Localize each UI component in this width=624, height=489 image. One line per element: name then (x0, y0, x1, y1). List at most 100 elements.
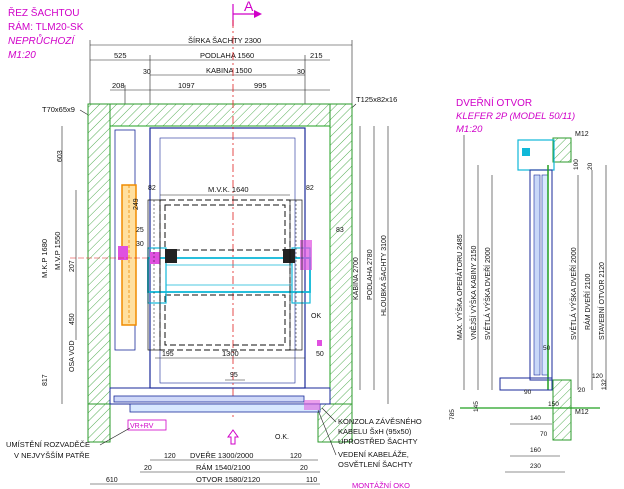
m12-bottom: M12 (575, 409, 589, 416)
title-line-2: RÁM: TLM20-SK (8, 20, 84, 33)
shaft-width-dim: ŠÍRKA ŠACHTY 2300 (188, 36, 261, 45)
dim-95: 95 (230, 372, 238, 379)
right-note-line-2: KABELU ŠxH (95x50) (338, 427, 412, 436)
dim-82-left: 82 (148, 185, 156, 192)
dim-100: 100 (573, 159, 580, 170)
dim-450: 450 (69, 313, 76, 325)
dim-230: 230 (530, 463, 541, 470)
doors-dim: DVEŘE 1300/2000 (190, 451, 253, 460)
title-line-4: M1:20 (8, 50, 36, 61)
floor-height-dim: PODLAHA 2780 (367, 249, 374, 300)
profile-left-label: T70x65x9 (42, 105, 75, 114)
clear-height-right-dim: SVĚTLÁ VÝŠKA DVEŘÍ 2000 (569, 247, 578, 340)
cutoff-note: MONTÁŽNÍ OKO (352, 481, 410, 489)
dim-110: 110 (306, 477, 317, 484)
left-note: UMÍSTĚNÍ ROZVADĚČE V NEJVYŠŠÍM PATŘE (6, 427, 131, 460)
dim-50: 50 (316, 351, 324, 358)
dim-525: 525 (114, 51, 127, 60)
dim-30-right: 30 (297, 69, 305, 76)
door-dims: MAX. VÝŠKA OPERÁTORU 2485 VNĚJŠÍ VÝŠKA K… (449, 131, 608, 473)
dim-150: 150 (548, 401, 559, 408)
bottom-dims: 120 DVEŘE 1300/2000 120 20 RÁM 1540/2100… (90, 451, 320, 485)
dim-90: 90 (524, 389, 532, 396)
dim-20-left: 20 (144, 465, 152, 472)
osa-vod-label: OSA VOD (69, 340, 76, 372)
door-threshold (109, 387, 331, 413)
dim-120-left: 120 (164, 453, 176, 460)
right-notes: KONZOLA ZÁVĚSNÉHO KABELU ŠxH (95x50) UPR… (317, 407, 422, 489)
left-vertical-dims: 603 M.K.P 1680 M.V.P 1550 207 450 OSA VO… (40, 126, 150, 404)
dim-208: 208 (112, 81, 125, 90)
door-title-3: M1:20 (456, 124, 483, 135)
right-note-line-5: OSVĚTLENÍ ŠACHTY (338, 460, 413, 469)
floor-width-dim: PODLAHA 1560 (200, 51, 254, 60)
dim-207: 207 (69, 260, 76, 272)
frame-height-dim: RÁM DVEŘÍ 2100 (583, 273, 592, 330)
shaft-depth-dim: HLOUBKA ŠACHTY 3100 (379, 235, 388, 316)
section-marker-label: A (244, 0, 254, 14)
dim-610: 610 (106, 477, 118, 484)
top-dimensions: ŠÍRKA ŠACHTY 2300 525 PODLAHA 1560 215 K… (89, 36, 353, 105)
dim-30-left: 30 (143, 69, 151, 76)
dim-132: 132 (601, 379, 608, 390)
left-note-line-1: UMÍSTĚNÍ ROZVADĚČE (6, 440, 90, 449)
max-operator-dim: MAX. VÝŠKA OPERÁTORU 2485 (455, 234, 464, 340)
section-marker: A (232, 0, 262, 26)
door-title-2: KLEFER 2P (MODEL 50/11) (456, 111, 575, 122)
opening-dim: OTVOR 1580/2120 (196, 475, 260, 484)
door-section (460, 137, 600, 441)
clear-height-left-dim: SVĚTLÁ VÝŠKA DVEŘÍ 2000 (483, 247, 492, 340)
door-block-title: DVEŘNÍ OTVOR KLEFER 2P (MODEL 50/11) M1:… (456, 96, 575, 135)
mvp-dim: M.V.P 1550 (53, 232, 62, 270)
dim-817: 817 (42, 374, 49, 386)
car-frame (159, 199, 291, 351)
dim-1300-inner: 1300 (222, 349, 239, 358)
dim-995: 995 (254, 81, 267, 90)
title-line-3: NEPRŮCHOZÍ (8, 33, 76, 47)
counterweight (114, 129, 137, 351)
ok-bottom-label: O.K. (275, 434, 289, 441)
cabin-height-dim: KABINA 2700 (353, 257, 360, 300)
dim-30-inner: 30 (136, 241, 144, 248)
title-line-1: ŘEZ ŠACHTOU (8, 6, 80, 19)
dim-70: 70 (540, 431, 548, 438)
right-note-line-3: UPROSTŘED ŠACHTY (338, 437, 418, 446)
shaft-walls (87, 103, 353, 443)
title-block: ŘEZ ŠACHTOU RÁM: TLM20-SK NEPRŮCHOZÍ M1:… (8, 6, 84, 61)
right-note-line-4: VEDENÍ KABELÁŽE, (338, 450, 409, 459)
dim-120-door: 120 (592, 373, 603, 380)
ok-label: OK (311, 313, 321, 320)
door-title-1: DVEŘNÍ OTVOR (456, 96, 532, 109)
dim-140: 140 (530, 415, 541, 422)
side-rails (147, 199, 303, 351)
right-note-line-1: KONZOLA ZÁVĚSNÉHO (338, 417, 422, 426)
dim-1097: 1097 (178, 81, 195, 90)
dim-785: 785 (449, 409, 456, 420)
dim-25: 25 (136, 227, 144, 234)
dim-20-door: 20 (587, 162, 594, 170)
dim-603: 603 (57, 150, 64, 162)
dim-20-right: 20 (300, 465, 308, 472)
m12-top: M12 (575, 131, 589, 138)
mkp-dim: M.K.P 1680 (40, 239, 49, 278)
cabin-outer-dim: VNĚJŠÍ VÝŠKA KABINY 2150 (469, 245, 478, 340)
dim-249: 249 (133, 198, 140, 210)
cabin-width-dim: KABINA 1500 (206, 66, 252, 75)
entry-arrow-icon (227, 429, 239, 445)
dim-82-right: 82 (306, 185, 314, 192)
dim-83: 83 (336, 227, 344, 234)
dim-50-door: 50 (543, 345, 551, 352)
frame-dim: RÁM 1540/2100 (196, 463, 250, 472)
guide-assembly (147, 240, 312, 304)
dim-195: 195 (162, 351, 174, 358)
dim-145: 145 (473, 401, 480, 412)
dim-20-door-b: 20 (578, 387, 586, 394)
vr-rv-label: VR+RV (130, 423, 154, 430)
dim-215: 215 (310, 51, 323, 60)
opening-height-dim: STAVEBNÍ OTVOR 2120 (597, 262, 606, 340)
mvk-dim: M.V.K. 1640 (208, 185, 249, 194)
left-note-line-2: V NEJVYŠŠÍM PATŘE (14, 451, 90, 460)
right-vertical-dims: KABINA 2700 PODLAHA 2780 HLOUBKA ŠACHTY … (353, 126, 389, 404)
dim-160: 160 (530, 447, 541, 454)
